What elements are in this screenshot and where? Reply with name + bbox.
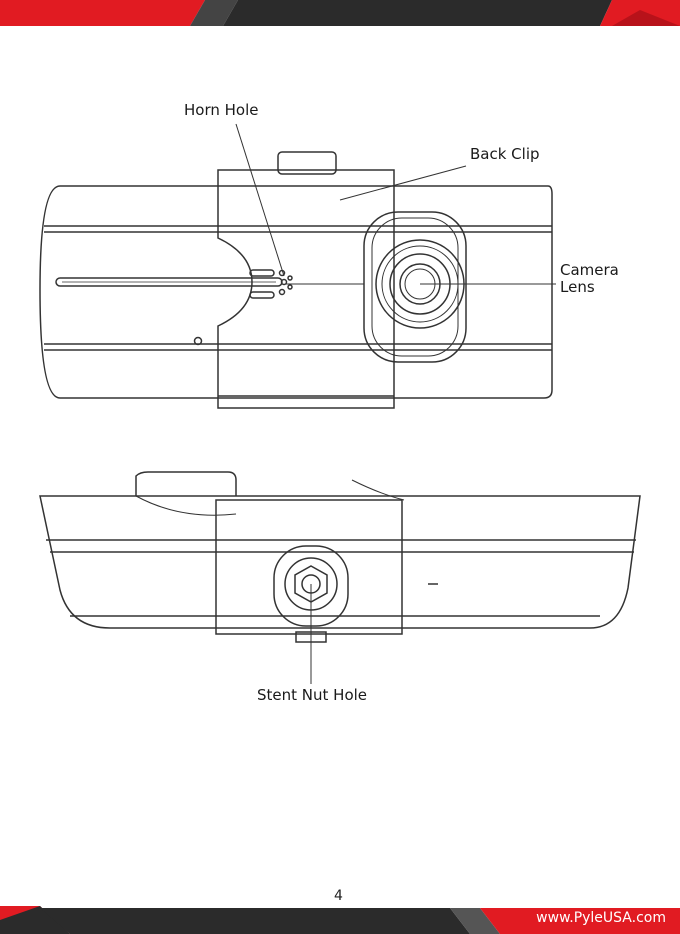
- camera-lens-label-line2: Lens: [560, 279, 619, 296]
- back-clip-label: Back Clip: [470, 146, 540, 163]
- website-url[interactable]: www.PyleUSA.com: [536, 910, 666, 926]
- page-number: 4: [334, 888, 343, 904]
- horn-hole-label: Horn Hole: [184, 102, 259, 119]
- top-view-body: [40, 186, 552, 398]
- stent-nut-hole-label: Stent Nut Hole: [257, 687, 367, 704]
- camera-housing: [364, 212, 466, 362]
- back-clip-leader: [340, 166, 466, 200]
- back-clip: [218, 170, 394, 408]
- horn-hole-leader: [236, 124, 284, 276]
- camera-lens-label: Camera Lens: [560, 262, 619, 296]
- bottom-band-dark-main: [40, 908, 470, 934]
- side-view-device: [40, 472, 640, 684]
- camera-lens-label-line1: Camera: [560, 262, 619, 279]
- side-view-body: [40, 496, 640, 628]
- top-view-device: [40, 124, 556, 408]
- clip-hump: [136, 472, 236, 496]
